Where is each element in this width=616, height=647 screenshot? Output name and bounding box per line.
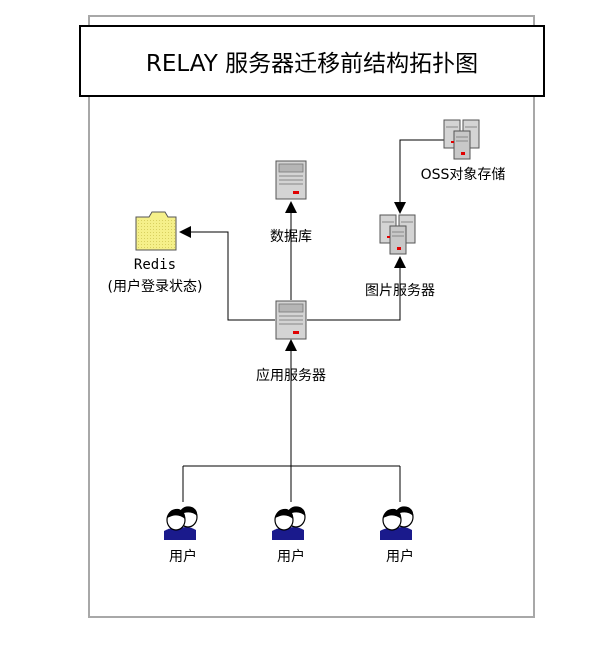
- user-label: 用户: [169, 549, 197, 565]
- diagram-title: RELAY 服务器迁移前结构拓扑图: [145, 51, 479, 77]
- title-box: RELAY 服务器迁移前结构拓扑图: [79, 25, 545, 97]
- users-icon: [164, 506, 198, 540]
- oss-to-image-arrow: [394, 139, 445, 214]
- image-server-cluster-icon: [379, 214, 416, 255]
- redis-label: Redis: [133, 257, 177, 273]
- users-icon: [380, 506, 414, 540]
- database-server-icon: [275, 160, 307, 200]
- app-server-label: 应用服务器: [256, 368, 326, 384]
- redis-sublabel: (用户登录状态): [107, 279, 203, 295]
- folder-icon: [135, 211, 177, 251]
- app-to-image-arrow: [307, 256, 406, 321]
- diagram-frame: [88, 15, 535, 618]
- oss-label: OSS对象存储: [420, 167, 506, 183]
- users-icon: [272, 506, 306, 540]
- image-server-label: 图片服务器: [365, 283, 435, 299]
- user-label: 用户: [386, 549, 414, 565]
- oss-cluster-icon: [443, 119, 480, 160]
- app-server-icon: [275, 300, 307, 340]
- database-label: 数据库: [270, 229, 312, 245]
- user-label: 用户: [277, 549, 305, 565]
- app-to-redis-arrow: [179, 226, 275, 321]
